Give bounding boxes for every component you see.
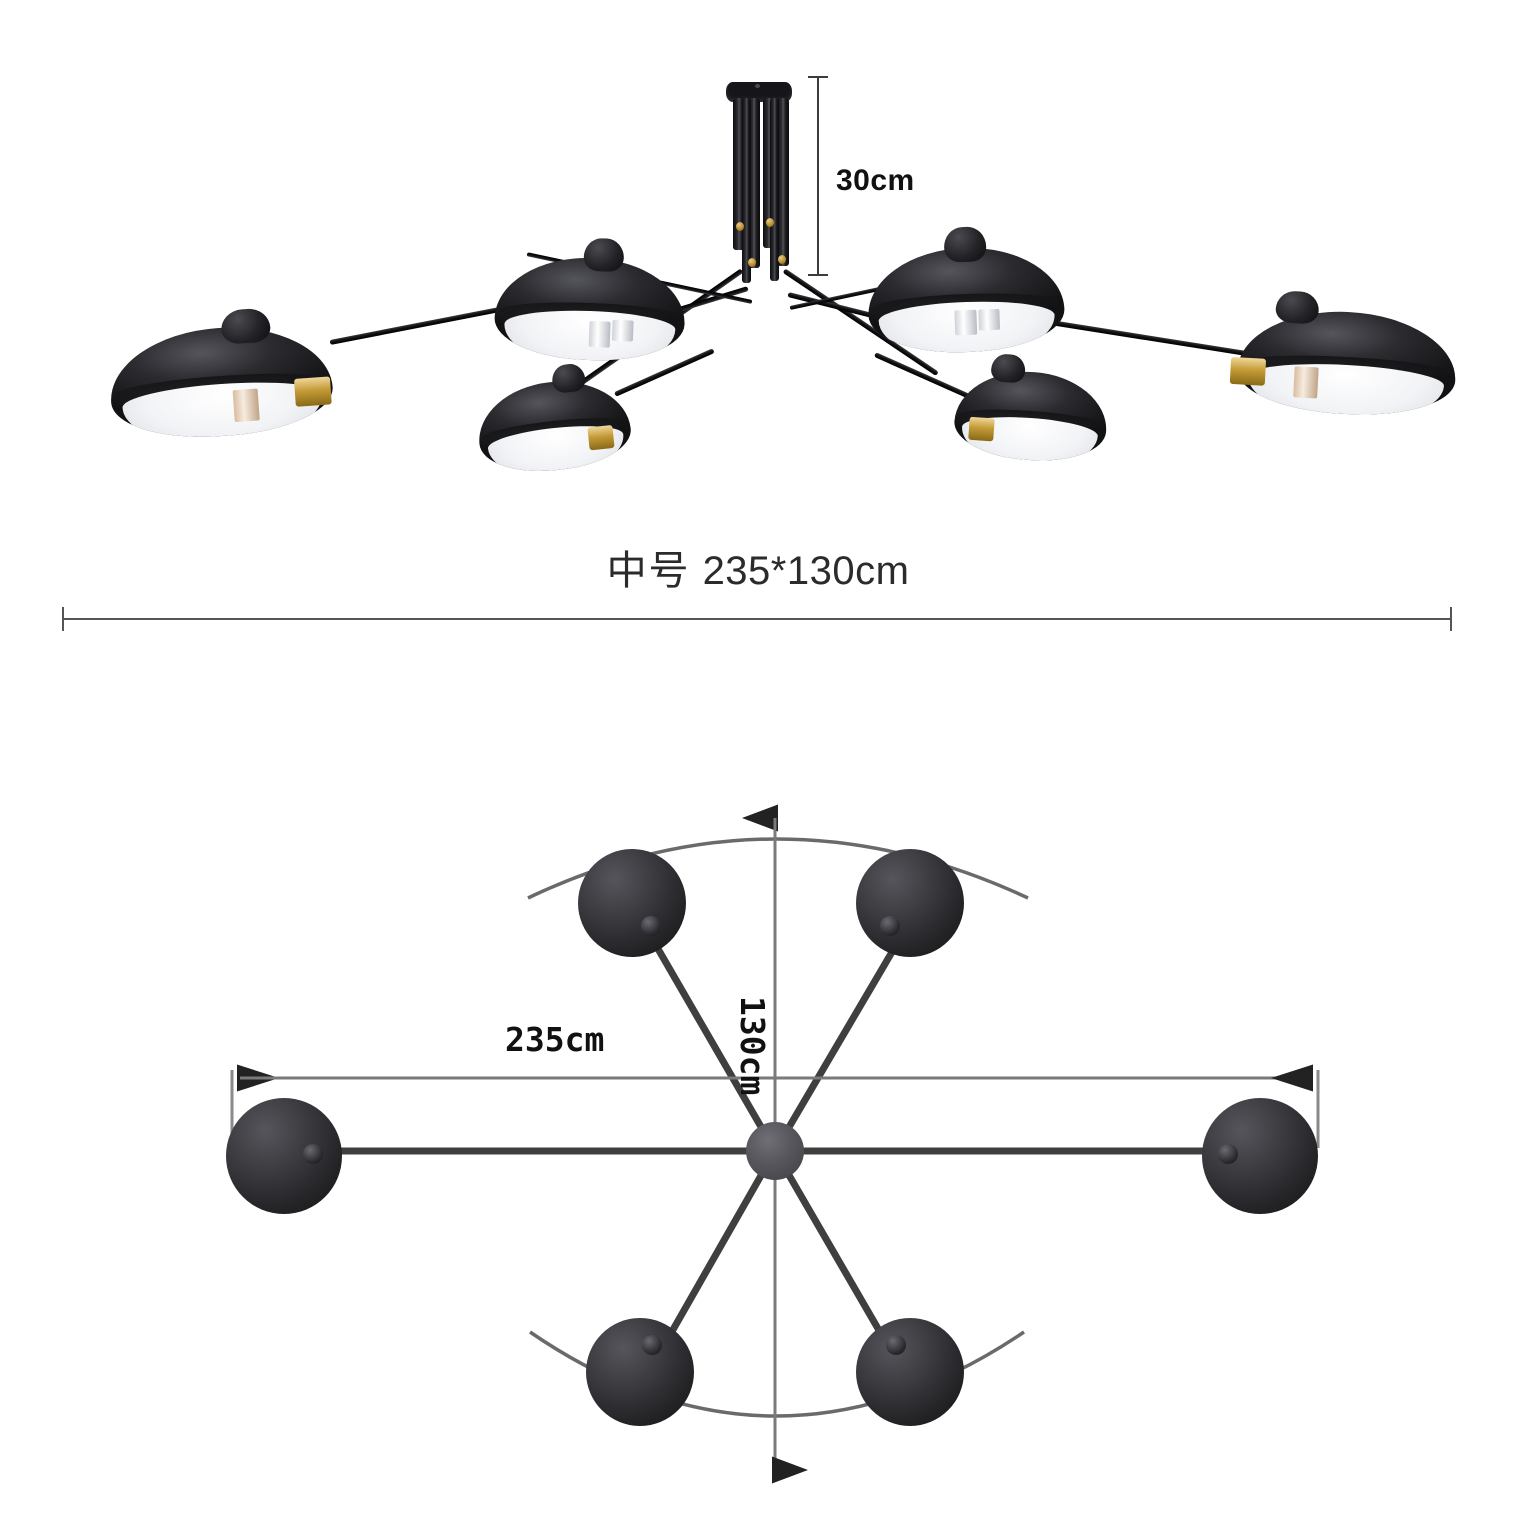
size-value: 235*130cm — [702, 549, 910, 593]
plan-lamp-shade — [578, 849, 686, 957]
plan-shade-nub — [302, 1144, 323, 1165]
plan-lamp-shade — [856, 849, 964, 957]
dimension-tick-bottom — [808, 274, 828, 276]
brass-joint — [778, 255, 786, 264]
plan-center-hub — [746, 1122, 804, 1180]
height-dimension-label: 30cm — [836, 164, 915, 197]
canopy-screw — [755, 84, 760, 88]
plan-shade-nub — [640, 915, 661, 936]
dimension-tick-right — [1450, 607, 1452, 631]
plan-shade-nub — [1218, 1144, 1239, 1165]
ceiling-canopy — [726, 82, 792, 102]
size-name-cn: 中号 — [606, 548, 691, 594]
brass-joint — [748, 258, 756, 267]
plan-shade-nub — [642, 1335, 663, 1356]
drop-tube — [770, 98, 779, 281]
plan-shade-nub — [879, 915, 900, 936]
plan-arm — [771, 933, 906, 1153]
plan-lamp-shade — [586, 1318, 694, 1426]
plan-width-label: 235cm — [505, 1020, 605, 1059]
plan-shade-nub — [886, 1335, 907, 1356]
dimension-tick-left — [62, 607, 64, 631]
drop-tube — [777, 98, 789, 266]
plan-depth-label: 130cm — [733, 996, 772, 1096]
plan-lamp-shade — [1202, 1098, 1318, 1214]
overall-width-dimension-line — [62, 607, 1452, 631]
plan-arm — [646, 933, 779, 1153]
drop-tube — [742, 98, 751, 283]
brass-joint — [736, 222, 744, 231]
brass-joint — [766, 218, 774, 227]
plan-lamp-shade — [226, 1098, 342, 1214]
dimension-line-vertical — [817, 76, 819, 276]
plan-lamp-shade — [856, 1318, 964, 1426]
drop-tube — [748, 98, 760, 268]
